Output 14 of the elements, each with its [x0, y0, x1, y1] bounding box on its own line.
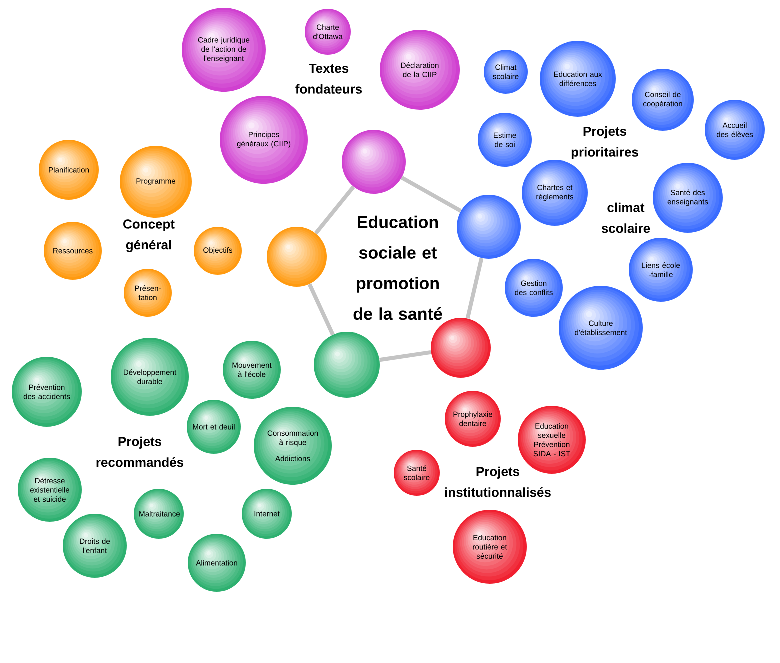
group-heading: Textes fondateurs [296, 64, 362, 94]
connector-line [466, 258, 484, 320]
sphere [457, 195, 521, 259]
sphere [342, 130, 406, 194]
connector-line [380, 350, 432, 362]
group-heading: Projets recommandés [96, 436, 184, 468]
center-heading: Education sociale et promotion de la santé [354, 216, 442, 320]
connector-line [401, 176, 462, 213]
group-heading: climat scolaire [602, 202, 650, 234]
sphere [267, 227, 327, 287]
connector-line [314, 186, 356, 235]
group-heading: Concept général [124, 220, 175, 252]
connector-line [308, 284, 335, 336]
sphere [314, 332, 380, 398]
